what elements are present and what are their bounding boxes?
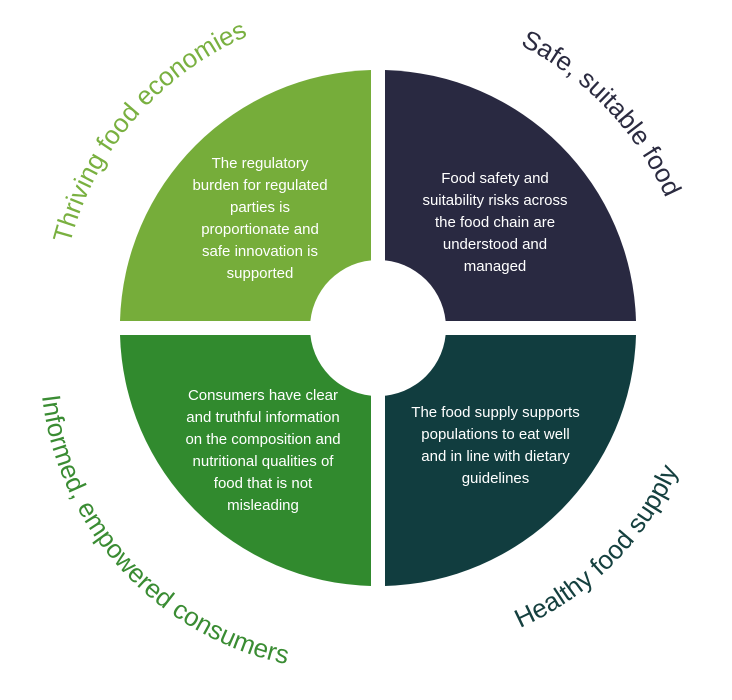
quadrant-informed-empowered-consumers bbox=[120, 335, 371, 586]
safe-suitable-food-description: Food safety and suitability risks across… bbox=[422, 170, 568, 275]
center-circle bbox=[310, 260, 446, 396]
quadrant-healthy-food-supply bbox=[385, 335, 636, 586]
quadrant-thriving-food-economies bbox=[120, 70, 371, 321]
informed-empowered-consumers-description: Consumers have clear and truthful inform… bbox=[185, 387, 341, 514]
healthy-food-supply-description: The food supply supports populations to … bbox=[411, 404, 580, 487]
quadrant-safe-suitable-food bbox=[385, 70, 636, 321]
thriving-food-economies-description: The regulatory burden for regulated part… bbox=[192, 155, 328, 282]
